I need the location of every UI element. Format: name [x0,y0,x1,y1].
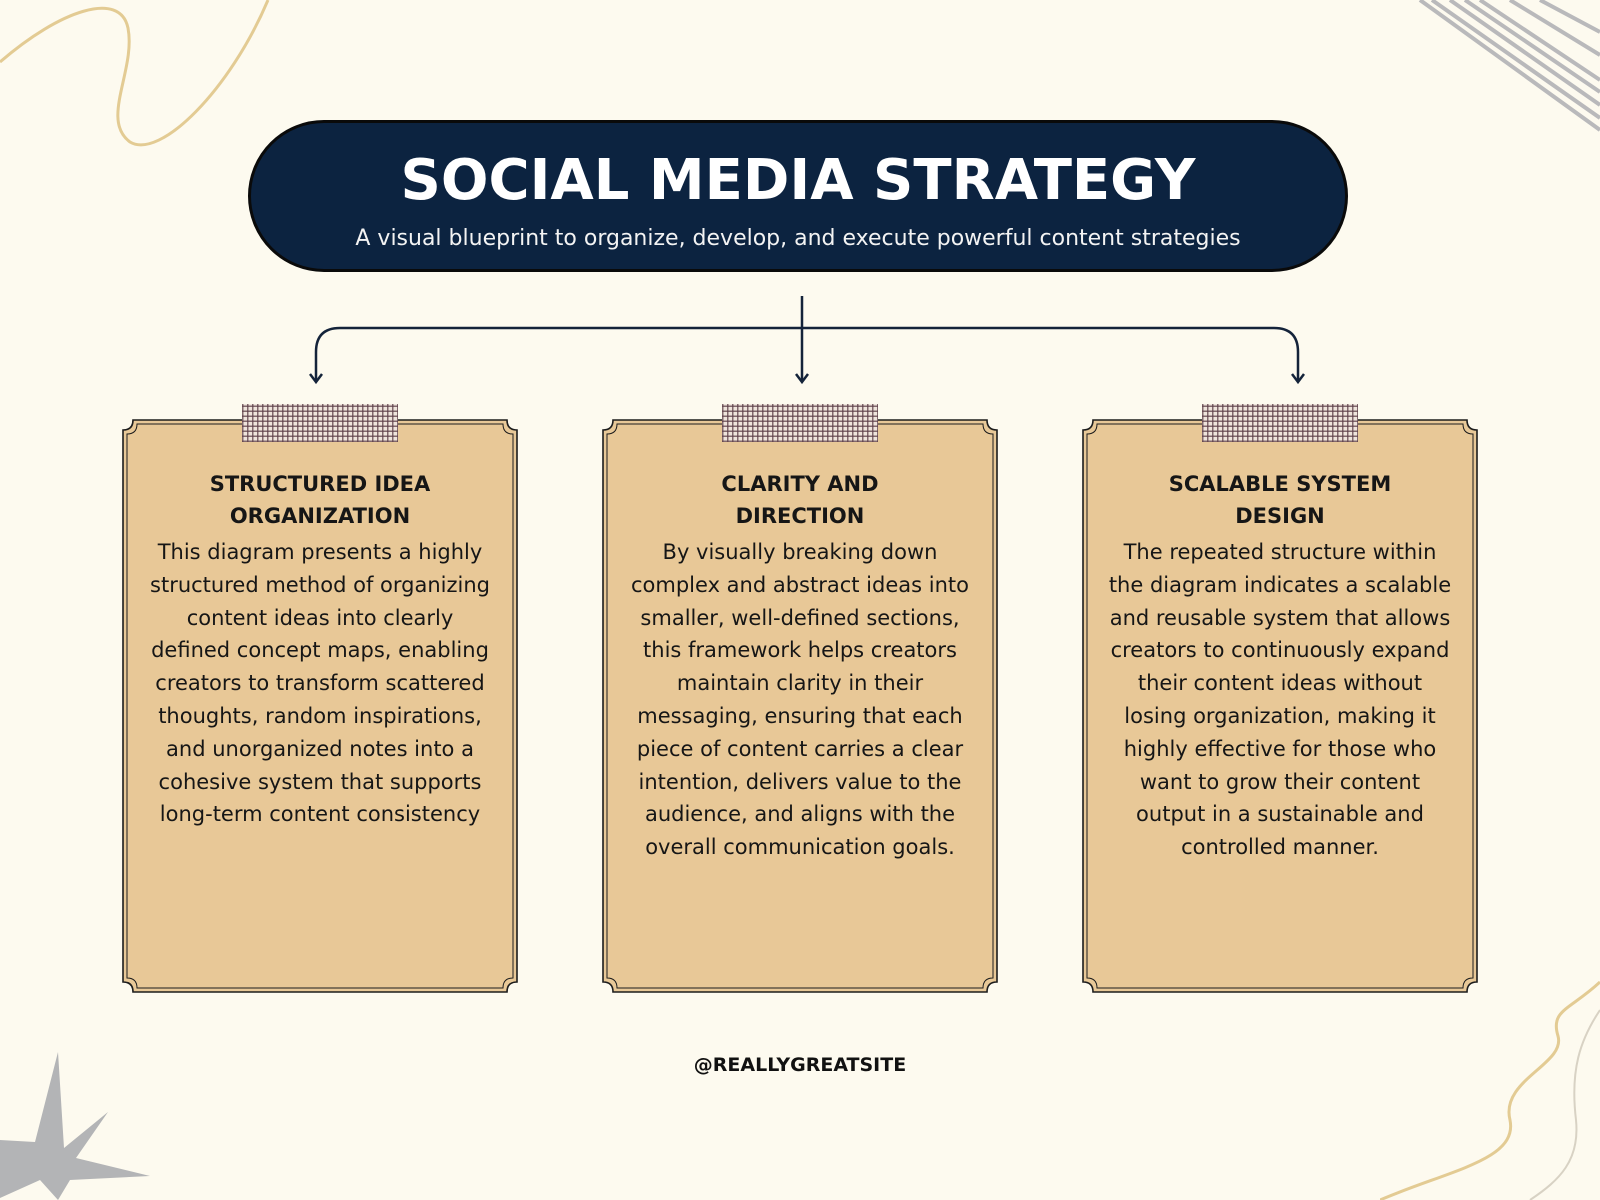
card-structured-idea-organization: STRUCTURED IDEA ORGANIZATION This diagra… [121,404,519,994]
arrowhead [1291,373,1305,385]
card-title: CLARITY AND DIRECTION [721,472,879,528]
arrowhead [795,373,809,385]
card-clarity-and-direction: CLARITY AND DIRECTION By visually breaki… [601,404,999,994]
page-title: SOCIAL MEDIA STRATEGY [400,148,1196,213]
card-body: This diagram presents a highly structure… [150,540,490,827]
card-frame [122,419,518,993]
card-title: STRUCTURED IDEA ORGANIZATION [209,472,431,528]
washi-tape [722,404,878,442]
card-body: By visually breaking down complex and ab… [631,540,969,860]
card-body: The repeated structure within the diagra… [1108,540,1452,860]
washi-tape [1202,404,1358,442]
washi-tape [242,404,398,442]
card-title: SCALABLE SYSTEM DESIGN [1168,472,1392,528]
card-scalable-system-design: SCALABLE SYSTEM DESIGN The repeated stru… [1081,404,1479,994]
page-subtitle: A visual blueprint to organize, develop,… [355,226,1241,251]
top-right-hatch-decoration [1418,0,1600,132]
card-frame [1082,419,1478,993]
card-frame [602,419,998,993]
site-handle[interactable]: @REALLYGREATSITE [693,1054,907,1076]
bottom-right-squiggle-decoration [1380,980,1600,1200]
top-left-squiggle-decoration [0,0,270,147]
bottom-left-star-decoration [0,1052,150,1200]
connector-line [314,326,1300,380]
title-banner: SOCIAL MEDIA STRATEGY A visual blueprint… [248,120,1348,272]
arrowhead [309,373,323,385]
